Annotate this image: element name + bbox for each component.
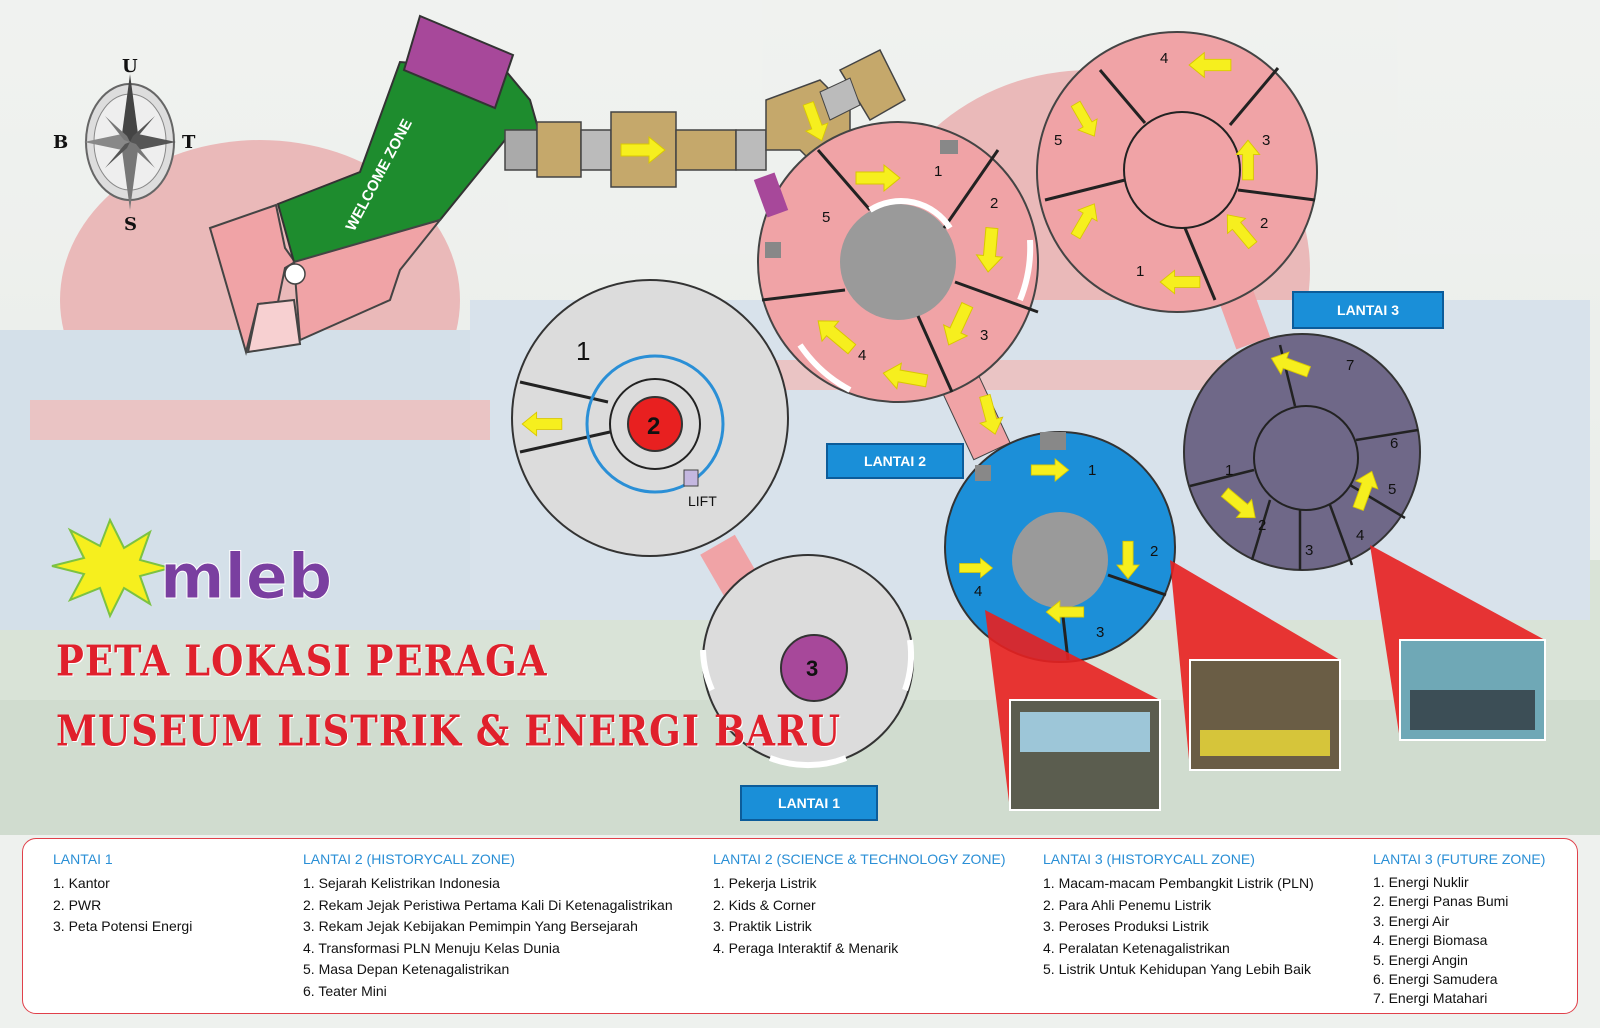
legend-lantai1: LANTAI 1 1. Kantor 2. PWR 3. Peta Potens… [53, 851, 192, 938]
room-f3-7: 7 [1346, 357, 1354, 374]
room-h3-3: 3 [1262, 132, 1270, 149]
legend-item: 4. Peralatan Ketenagalistrikan [1043, 939, 1230, 956]
room-l1-3: 3 [806, 656, 818, 681]
photo-callouts [985, 545, 1546, 811]
lantai3-history-zone: 1 2 3 4 5 [1036, 31, 1318, 350]
lantai1-zone: 1 2 LIFT [511, 279, 789, 616]
room-l1-2: 2 [647, 413, 660, 440]
compass-south: S [124, 214, 137, 235]
map-title-line2: MUSEUM LISTRIK & ENERGI BARU [56, 705, 841, 756]
room-s2-3: 3 [1096, 624, 1104, 641]
logo-text: mleb [160, 540, 332, 613]
room-h2-3: 3 [980, 327, 988, 344]
compass-west: B [53, 132, 69, 153]
room-h3-2: 2 [1260, 215, 1268, 232]
lantai2-label: LANTAI 2 [826, 443, 964, 479]
room-s2-4: 4 [974, 583, 982, 600]
compass-east: T [182, 132, 196, 153]
legend-item: 6. Energi Samudera [1373, 971, 1498, 988]
lantai1-peta-potensi-zone: 3 [700, 554, 915, 769]
room-h2-2: 2 [990, 195, 998, 212]
compass-rose [84, 74, 176, 210]
legend-item: 2. Para Ahli Penemu Listrik [1043, 896, 1212, 913]
welcome-zone-building: WELCOME ZONE [208, 14, 542, 356]
legend-lantai2-science: LANTAI 2 (SCIENCE & TECHNOLOGY ZONE) 1. … [713, 851, 1006, 959]
legend-item: 7. Energi Matahari [1373, 990, 1488, 1007]
lift-label: LIFT [688, 493, 717, 509]
legend-item: 2. Energi Panas Bumi [1373, 893, 1509, 910]
legend-item: 5. Masa Depan Ketenagalistrikan [303, 961, 510, 977]
room-f3-2: 2 [1258, 517, 1266, 534]
legend-item: 1. Pekerja Listrik [713, 875, 817, 891]
room-s2-2: 2 [1150, 543, 1158, 560]
legend-item: 2. Rekam Jejak Peristiwa Pertama Kali Di… [303, 896, 673, 913]
legend-item: 2. Kids & Corner [713, 896, 816, 913]
room-f3-1: 1 [1225, 462, 1233, 479]
legend-lantai3-future: LANTAI 3 (FUTURE ZONE) 1. Energi Nuklir … [1373, 851, 1545, 1009]
lantai3-future-zone: 1 2 3 4 5 6 7 [1183, 333, 1421, 571]
legend-heading: LANTAI 1 [53, 851, 113, 867]
legend-item: 5. Listrik Untuk Kehidupan Yang Lebih Ba… [1043, 961, 1311, 977]
legend-item: 3. Praktik Listrik [713, 918, 812, 934]
legend-panel: LANTAI 1 1. Kantor 2. PWR 3. Peta Potens… [22, 838, 1578, 1014]
legend-heading: LANTAI 3 (FUTURE ZONE) [1373, 851, 1546, 867]
legend-item: 6. Teater Mini [303, 982, 387, 999]
legend-item: 4. Transformasi PLN Menuju Kelas Dunia [303, 939, 560, 956]
legend-item: 1. Sejarah Kelistrikan Indonesia [303, 875, 500, 891]
room-f3-6: 6 [1390, 435, 1398, 452]
legend-item: 1. Macam-macam Pembangkit Listrik (PLN) [1043, 875, 1314, 891]
legend-item: 5. Energi Angin [1373, 951, 1468, 968]
room-f3-5: 5 [1388, 481, 1396, 498]
mleb-logo: mleb [51, 517, 333, 619]
compass-north: U [122, 56, 138, 77]
legend-lantai2-history: LANTAI 2 (HISTORYCALL ZONE) 1. Sejarah K… [303, 851, 673, 1002]
lantai2-science-zone: 1 2 3 4 [944, 431, 1176, 663]
legend-item: 4. Peraga Interaktif & Menarik [713, 939, 899, 956]
legend-heading: LANTAI 2 (SCIENCE & TECHNOLOGY ZONE) [713, 851, 1006, 867]
legend-item: 1. Kantor [53, 875, 110, 891]
room-h2-1: 1 [934, 163, 942, 180]
room-s2-1: 1 [1088, 462, 1096, 479]
legend-item: 1. Energi Nuklir [1373, 874, 1469, 890]
room-l1-1: 1 [576, 336, 590, 366]
legend-item: 3. Energi Air [1373, 912, 1450, 929]
museum-floor-map: WELCOME ZONE 1 2 [0, 0, 1600, 835]
map-title-line1: PETA LOKASI PERAGA [56, 635, 548, 686]
room-h2-5: 5 [822, 209, 830, 226]
legend-item: 2. PWR [53, 896, 102, 913]
room-h3-4: 4 [1160, 50, 1168, 67]
legend-heading: LANTAI 3 (HISTORYCALL ZONE) [1043, 851, 1255, 867]
lantai3-label: LANTAI 3 [1292, 291, 1444, 329]
room-f3-4: 4 [1356, 527, 1364, 544]
lantai1-label: LANTAI 1 [740, 785, 878, 821]
legend-item: 4. Energi Biomasa [1373, 932, 1488, 949]
legend-heading: LANTAI 2 (HISTORYCALL ZONE) [303, 851, 515, 867]
legend-item: 3. Peroses Produksi Listrik [1043, 918, 1209, 934]
lantai2-history-zone: 1 2 3 4 5 [753, 121, 1039, 461]
legend-lantai3-history: LANTAI 3 (HISTORYCALL ZONE) 1. Macam-mac… [1043, 851, 1314, 981]
legend-item: 3. Peta Potensi Energi [53, 918, 193, 934]
room-h3-1: 1 [1136, 263, 1144, 280]
legend-item: 3. Rekam Jejak Kebijakan Pemimpin Yang B… [303, 918, 638, 934]
room-h2-4: 4 [858, 347, 866, 364]
room-h3-5: 5 [1054, 132, 1062, 149]
connecting-corridor [504, 48, 906, 188]
room-f3-3: 3 [1305, 542, 1313, 559]
